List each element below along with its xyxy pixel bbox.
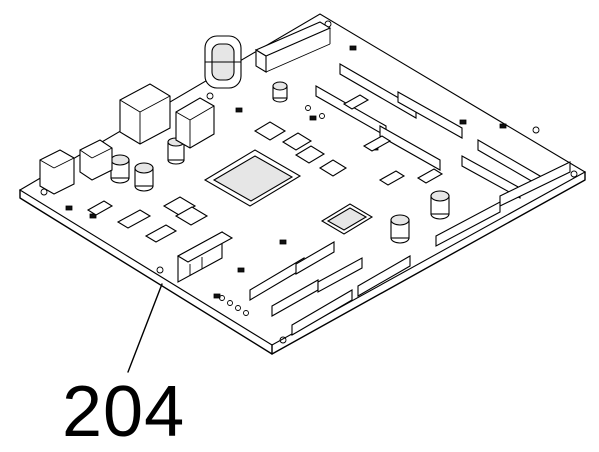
relay-blocks [39, 83, 215, 195]
power-connector-block [176, 231, 234, 283]
board-front-edge [19, 189, 273, 355]
front-connectors [249, 241, 411, 336]
secondary-chip [320, 203, 374, 235]
header-connector-top [254, 21, 332, 73]
board-right-edge [271, 171, 586, 355]
small-components [65, 45, 507, 316]
edge-connectors-right [315, 63, 571, 247]
main-processor-chip [203, 149, 302, 207]
reference-number: 204 [62, 372, 186, 452]
circuit-board [18, 13, 587, 355]
leader-line [127, 283, 163, 373]
mounting-holes [40, 20, 578, 344]
inductor-coil [204, 35, 242, 89]
small-ic-group [162, 121, 348, 226]
